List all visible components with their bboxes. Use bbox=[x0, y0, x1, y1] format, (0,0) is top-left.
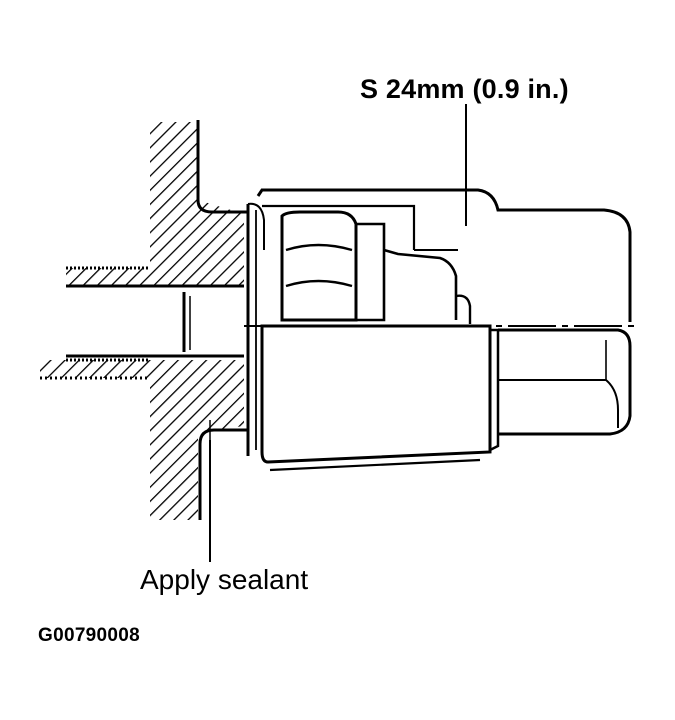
housing-wall-upper bbox=[66, 120, 248, 288]
figure-id: G00790008 bbox=[38, 625, 141, 646]
thread-lines bbox=[40, 266, 150, 380]
plug-washer bbox=[246, 202, 265, 456]
socket-size-label: S 24mm (0.9 in.) bbox=[360, 74, 569, 104]
apply-sealant-label: Apply sealant bbox=[140, 564, 309, 595]
socket-wrench bbox=[256, 188, 632, 472]
plug-hex-head bbox=[280, 210, 472, 324]
drain-hole bbox=[182, 292, 191, 352]
